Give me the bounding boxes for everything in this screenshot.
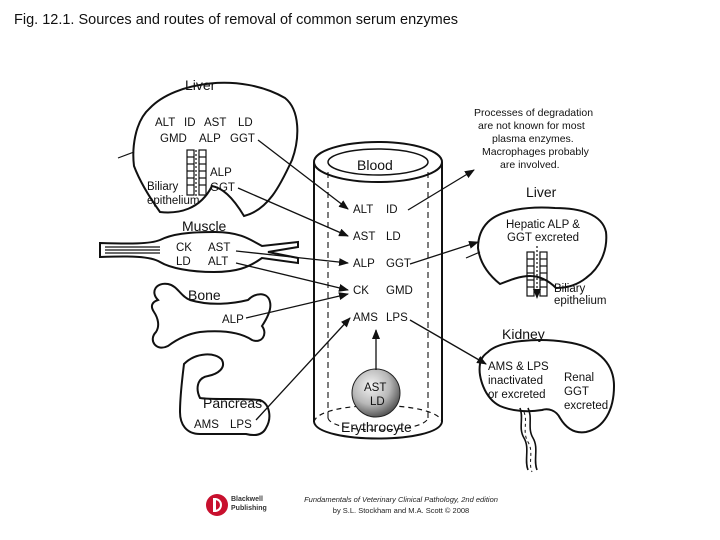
kidney-title: Kidney	[502, 326, 545, 342]
arrow-muscle-to-blood-ast	[235, 250, 349, 267]
degradation-note-line: plasma enzymes.	[492, 133, 574, 145]
degradation-note-line: Macrophages probably	[482, 146, 590, 158]
book-title: Fundamentals of Veterinary Clinical Path…	[304, 495, 458, 504]
bone: Bone ALP	[150, 282, 272, 349]
pancreas: Pancreas AMS LPS	[178, 353, 271, 437]
blood-enzyme: ALP	[353, 258, 375, 270]
bone-enzyme-alp: ALP	[222, 314, 244, 326]
kidney-left-text: or excreted	[488, 389, 546, 401]
left-liver-epithelium-label: epithelium	[147, 195, 199, 207]
kidney-shape	[478, 339, 616, 434]
erythrocyte-enzyme-ast: AST	[364, 382, 386, 394]
blackwell-logo-icon	[206, 494, 228, 516]
left-liver-enzyme: GGT	[230, 133, 255, 145]
blood-enzyme: GMD	[386, 285, 413, 297]
right-liver-text: Hepatic ALP &	[506, 219, 580, 231]
blood-enzyme: AST	[353, 231, 375, 243]
left-liver-shape	[132, 81, 299, 218]
pancreas-enzyme-lps: LPS	[230, 419, 252, 431]
bone-shape	[150, 282, 272, 349]
right-liver: Liver Hepatic ALP & GGT excreted Biliary…	[465, 184, 608, 307]
bone-title: Bone	[188, 287, 221, 303]
publisher-name: Blackwell Publishing	[231, 496, 267, 512]
blood-enzyme: CK	[353, 285, 369, 297]
blood-enzyme: LD	[386, 231, 401, 243]
kidney-left-text: inactivated	[488, 375, 543, 387]
blood-enzyme: GGT	[386, 258, 411, 270]
right-liver-epithelium-label: epithelium	[554, 295, 606, 307]
pancreas-enzyme-ams: AMS	[194, 419, 219, 431]
muscle-enzyme: ALT	[208, 256, 228, 268]
muscle-enzyme: CK	[176, 242, 192, 254]
left-liver-biliary-label: Biliary	[147, 181, 179, 193]
left-liver-enzyme: LD	[238, 117, 253, 129]
left-liver-enzyme: ID	[184, 117, 196, 129]
blood-title: Blood	[357, 157, 393, 173]
left-biliary-cells	[186, 149, 207, 198]
left-liver-biliary-alp: ALP	[210, 167, 232, 179]
erythrocyte-label: Erythrocyte	[341, 419, 412, 435]
right-liver-text: GGT excreted	[507, 232, 579, 244]
kidney: Kidney AMS & LPS inactivated or excreted…	[478, 326, 616, 473]
left-liver: Liver ALT ID AST LD GMD ALP GGT ALP GGT …	[117, 77, 299, 218]
arrow-pancreas-to-blood	[255, 317, 351, 421]
kidney-right-text: GGT	[564, 386, 589, 398]
left-liver-tick	[117, 151, 135, 159]
pancreas-title: Pancreas	[203, 395, 262, 411]
degradation-note-line: are involved.	[500, 159, 560, 171]
erythrocyte-enzyme-ld: LD	[370, 396, 385, 408]
right-biliary-cells	[526, 246, 548, 299]
blood-enzyme: ID	[386, 204, 398, 216]
publisher-footer: Blackwell Publishing Fundamentals of Vet…	[206, 492, 526, 520]
blood-vessel: Blood ALT ID AST LD ALP GGT CK GMD AMS L…	[313, 141, 443, 440]
right-liver-shape	[476, 206, 608, 290]
left-liver-enzyme: GMD	[160, 133, 187, 145]
book-credit: Fundamentals of Veterinary Clinical Path…	[276, 494, 526, 516]
figure-caption: Fig. 12.1. Sources and routes of removal…	[14, 12, 459, 28]
blood-enzyme: AMS	[353, 312, 378, 324]
left-liver-title: Liver	[185, 77, 216, 93]
left-liver-enzyme: ALT	[155, 117, 175, 129]
kidney-right-text: Renal	[564, 372, 594, 384]
kidney-left-text: AMS & LPS	[488, 361, 549, 373]
left-liver-enzyme: AST	[204, 117, 226, 129]
arrow-liver-to-blood	[257, 139, 349, 210]
degradation-note: Processes of degradation are not known f…	[474, 107, 593, 171]
muscle-enzyme: AST	[208, 242, 230, 254]
pancreas-shape	[178, 353, 271, 437]
muscle: Muscle CK AST LD ALT	[99, 218, 299, 274]
kidney-right-text: excreted	[564, 400, 608, 412]
right-liver-title: Liver	[526, 184, 557, 200]
book-edition: , 2nd edition	[457, 495, 498, 504]
muscle-shape	[99, 230, 299, 274]
arrow-muscle-to-blood-ck	[235, 262, 349, 292]
book-authors: by S.L. Stockham and M.A. Scott © 2008	[332, 506, 470, 515]
left-liver-enzyme: ALP	[199, 133, 221, 145]
arrow-blood-to-degradation	[407, 169, 475, 211]
blood-enzyme: LPS	[386, 312, 408, 324]
right-liver-biliary-label: Biliary	[554, 283, 586, 295]
degradation-note-line: are not known for most	[478, 120, 585, 132]
arrow-bone-to-blood	[245, 292, 349, 319]
left-liver-biliary-ggt: GGT	[210, 182, 235, 194]
arrow-biliary-to-blood	[237, 187, 349, 237]
flow-arrows	[235, 139, 487, 421]
arrow-blood-to-right-liver	[409, 240, 479, 265]
muscle-enzyme: LD	[176, 256, 191, 268]
blood-enzyme: ALT	[353, 204, 373, 216]
degradation-note-line: Processes of degradation	[474, 107, 593, 119]
muscle-title: Muscle	[182, 218, 227, 234]
arrow-blood-to-kidney	[409, 319, 487, 365]
